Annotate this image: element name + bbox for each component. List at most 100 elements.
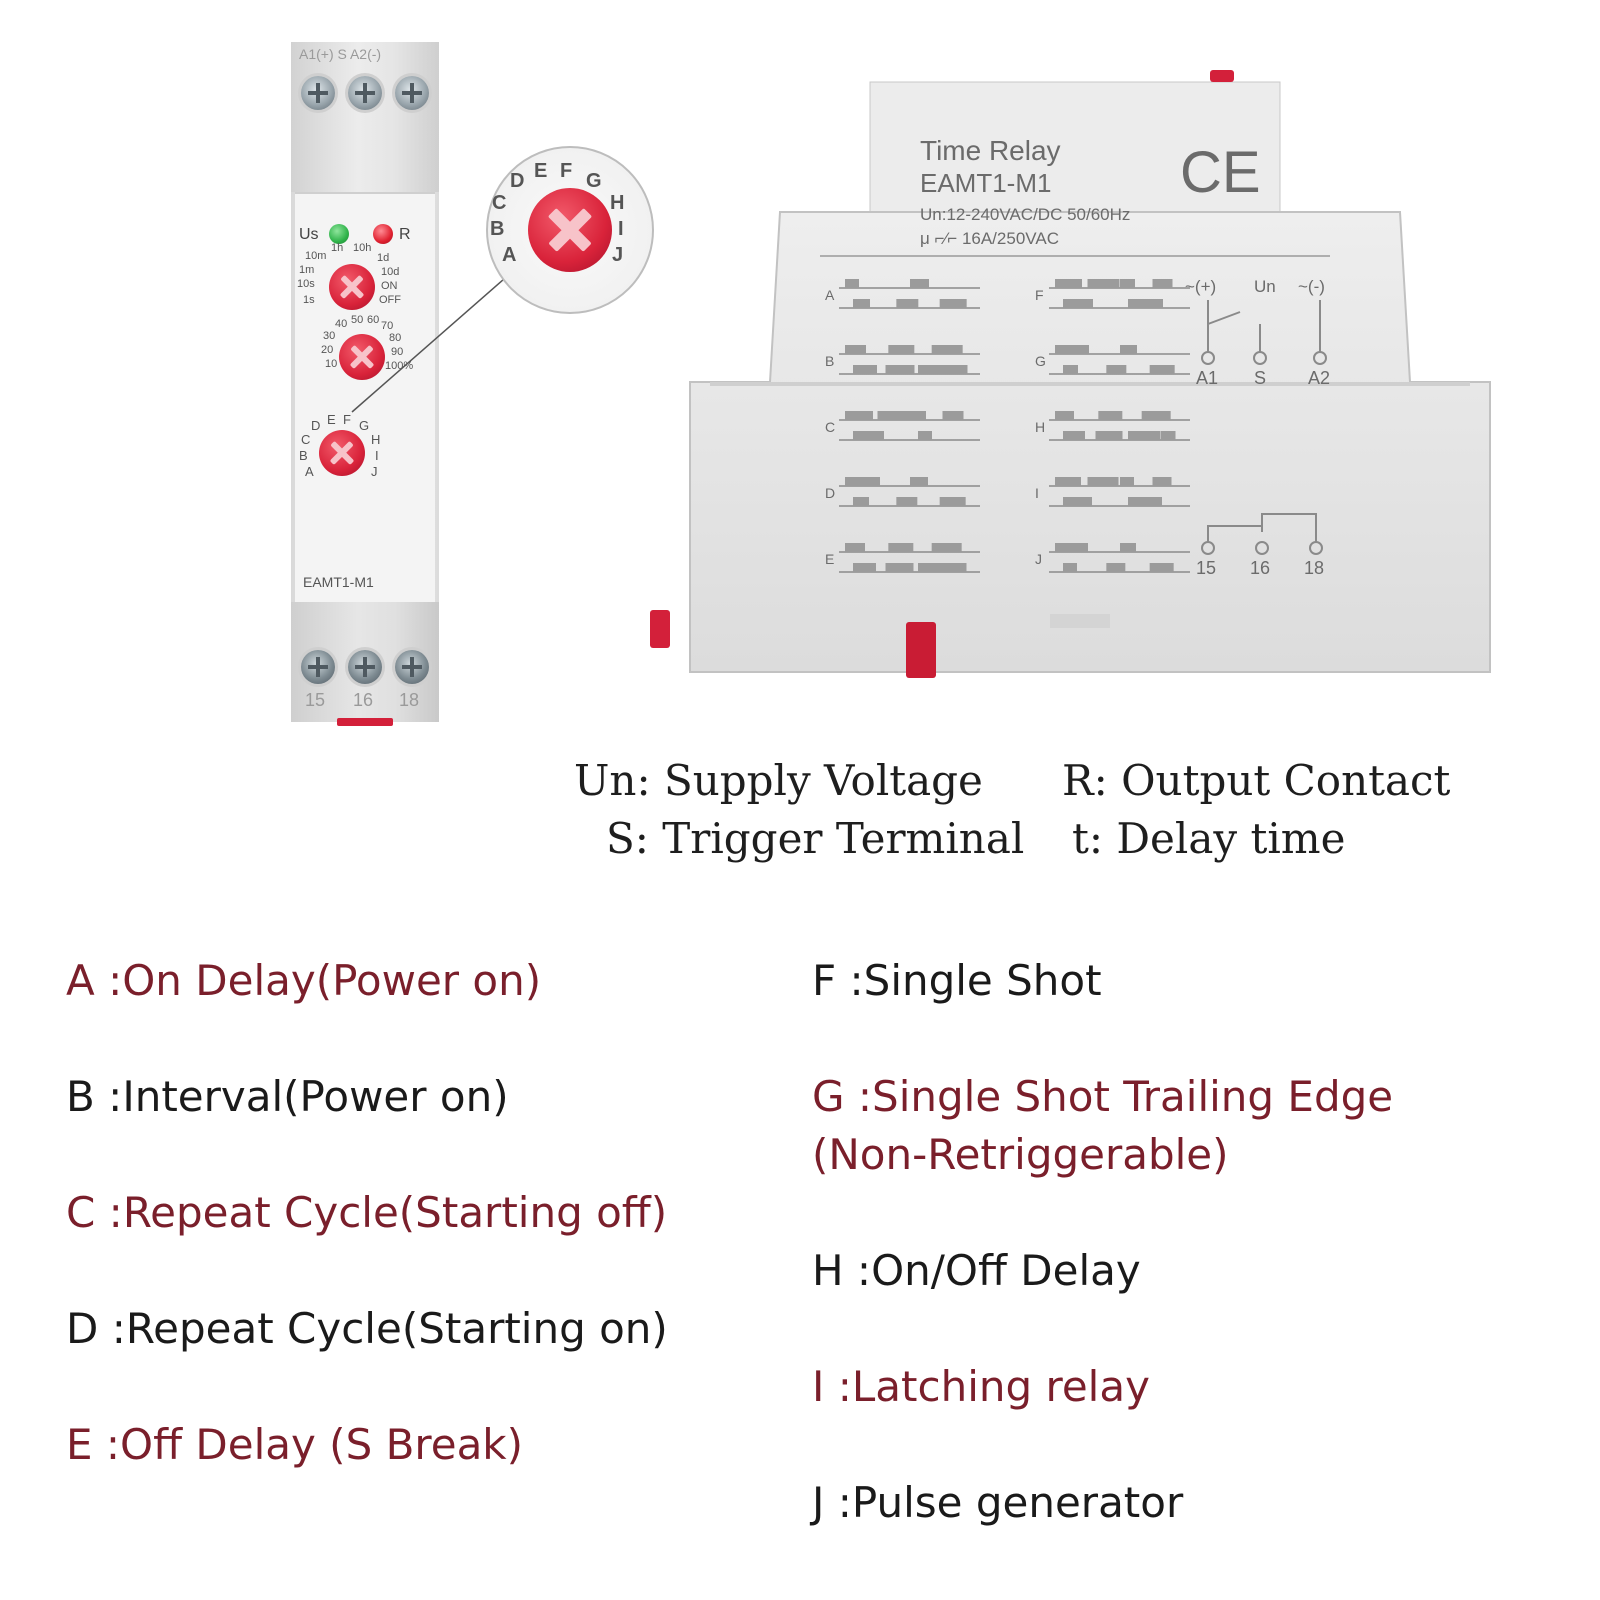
terminal-circle	[1201, 351, 1215, 365]
timing-pulse	[845, 279, 859, 288]
timing-pulse	[1055, 279, 1082, 288]
led-us-label: Us	[299, 226, 319, 243]
legend-supply-voltage: Un: Supply Voltage	[574, 756, 983, 805]
magnifier-connector	[351, 271, 513, 413]
timing-pulse	[950, 365, 968, 374]
timing-pulse	[845, 345, 866, 354]
dial-label: OFF	[379, 294, 401, 306]
timing-pulse	[1095, 431, 1123, 440]
mode-a: A :On Delay(Power on)	[66, 956, 542, 1005]
timing-pulse	[1055, 411, 1074, 420]
mode-j: J :Pulse generator	[812, 1478, 1184, 1527]
terminal-label: 18	[1304, 558, 1324, 578]
timing-pulse	[1063, 563, 1077, 572]
timing-pulse	[939, 299, 967, 308]
timing-pulse	[1152, 279, 1173, 288]
timing-pulse	[845, 411, 873, 420]
timing-pulse	[942, 411, 964, 420]
screw-icon	[301, 650, 335, 684]
mag-label: A	[502, 244, 517, 266]
percent-knob[interactable]	[339, 334, 385, 380]
mag-label: F	[560, 160, 573, 182]
connector-line	[351, 271, 513, 413]
screw-icon	[395, 650, 429, 684]
timing-pulse	[885, 563, 914, 572]
timing-pulse	[885, 365, 915, 374]
timing-pulse	[1128, 431, 1160, 440]
top-terminal-labels: A1(+) S A2(-)	[299, 46, 382, 62]
timing-pulse	[1120, 279, 1135, 288]
timing-pulse	[931, 345, 963, 354]
terminal-label: A1	[1196, 368, 1218, 388]
timing-pulse	[1149, 563, 1174, 572]
timing-pulse	[939, 497, 966, 506]
dial-label: 70	[381, 320, 394, 332]
dial-label: 10	[325, 358, 338, 370]
led-red-icon	[373, 224, 393, 244]
terminal-label: 15	[1196, 558, 1216, 578]
mag-label: B	[490, 218, 505, 240]
dial-label: 10s	[297, 278, 315, 290]
dial-label: 1m	[299, 264, 315, 276]
mode-dial-magnifier: A B C D E F G H I J	[486, 146, 654, 314]
dial-label: 100%	[385, 360, 414, 372]
timing-pulse	[1152, 477, 1172, 486]
dial-label: 40	[335, 318, 348, 330]
timing-pulse	[1160, 431, 1176, 440]
relay-contact: μ ⌐⁄⌐ 16A/250VAC	[920, 229, 1059, 248]
wiring-label: Un	[1254, 277, 1276, 296]
relay-model: EAMT1-M1	[920, 168, 1051, 198]
mode-g: G :Single Shot Trailing Edge	[812, 1072, 1394, 1121]
timing-pulse	[910, 279, 929, 288]
terminal-label: S	[1254, 368, 1266, 388]
timing-pulse	[853, 431, 884, 440]
input-wiring-diagram: ~(+) Un ~(-) A1 S A2	[1185, 277, 1330, 388]
terminal-circle	[1253, 351, 1267, 365]
timing-pulse	[1128, 299, 1163, 308]
timing-pulse	[1128, 497, 1162, 506]
timing-pulse	[1141, 411, 1171, 420]
din-clip-tab	[337, 718, 393, 726]
mode-b: B :Interval(Power on)	[66, 1072, 509, 1121]
dial-label: 30	[323, 330, 336, 342]
mode-d: D :Repeat Cycle(Starting on)	[66, 1304, 668, 1353]
timing-mode-label: G	[1035, 353, 1046, 369]
timing-pulse	[853, 563, 876, 572]
timing-mode-label: E	[825, 551, 834, 567]
bottom-terminal-label: 16	[353, 690, 374, 710]
mode-knob[interactable]	[319, 430, 365, 476]
dial-label: C	[301, 432, 311, 447]
timing-pulse	[1063, 497, 1092, 506]
timing-pulse	[1106, 563, 1126, 572]
timing-pulse	[918, 563, 951, 572]
dial-label: 80	[389, 332, 402, 344]
front-relay-top-block	[291, 42, 439, 192]
mode-c: C :Repeat Cycle(Starting off)	[66, 1188, 668, 1237]
terminal-circle	[1255, 541, 1269, 555]
legend-output-contact: R: Output Contact	[1062, 756, 1451, 805]
mode-f: F :Single Shot	[812, 956, 1102, 1005]
bottom-terminal-label: 18	[399, 690, 420, 710]
legend-trigger-terminal: S: Trigger Terminal	[606, 814, 1025, 863]
timing-mode-label: A	[825, 287, 835, 303]
timing-pulse	[877, 411, 911, 420]
timing-pulse	[1087, 279, 1120, 288]
magnified-mode-knob	[528, 188, 612, 272]
dial-label: 20	[321, 344, 334, 356]
dial-label: 10d	[381, 266, 400, 278]
red-tab	[1210, 70, 1234, 82]
timing-pulse	[1106, 365, 1127, 374]
mag-label: I	[618, 218, 624, 240]
terminal-label: 16	[1250, 558, 1270, 578]
output-wiring-diagram: 15 16 18	[1196, 513, 1324, 578]
timing-pulse	[950, 563, 967, 572]
dial-label: D	[311, 418, 321, 433]
relay-supply: Un:12-240VAC/DC 50/60Hz	[920, 205, 1130, 224]
mag-label: G	[586, 170, 602, 192]
dial-label: 50	[351, 314, 364, 326]
rail-slot	[1050, 614, 1110, 628]
dial-label: E	[327, 412, 336, 427]
time-range-knob[interactable]	[329, 264, 375, 310]
timing-pulse	[931, 543, 962, 552]
timing-pulse	[1098, 411, 1123, 420]
